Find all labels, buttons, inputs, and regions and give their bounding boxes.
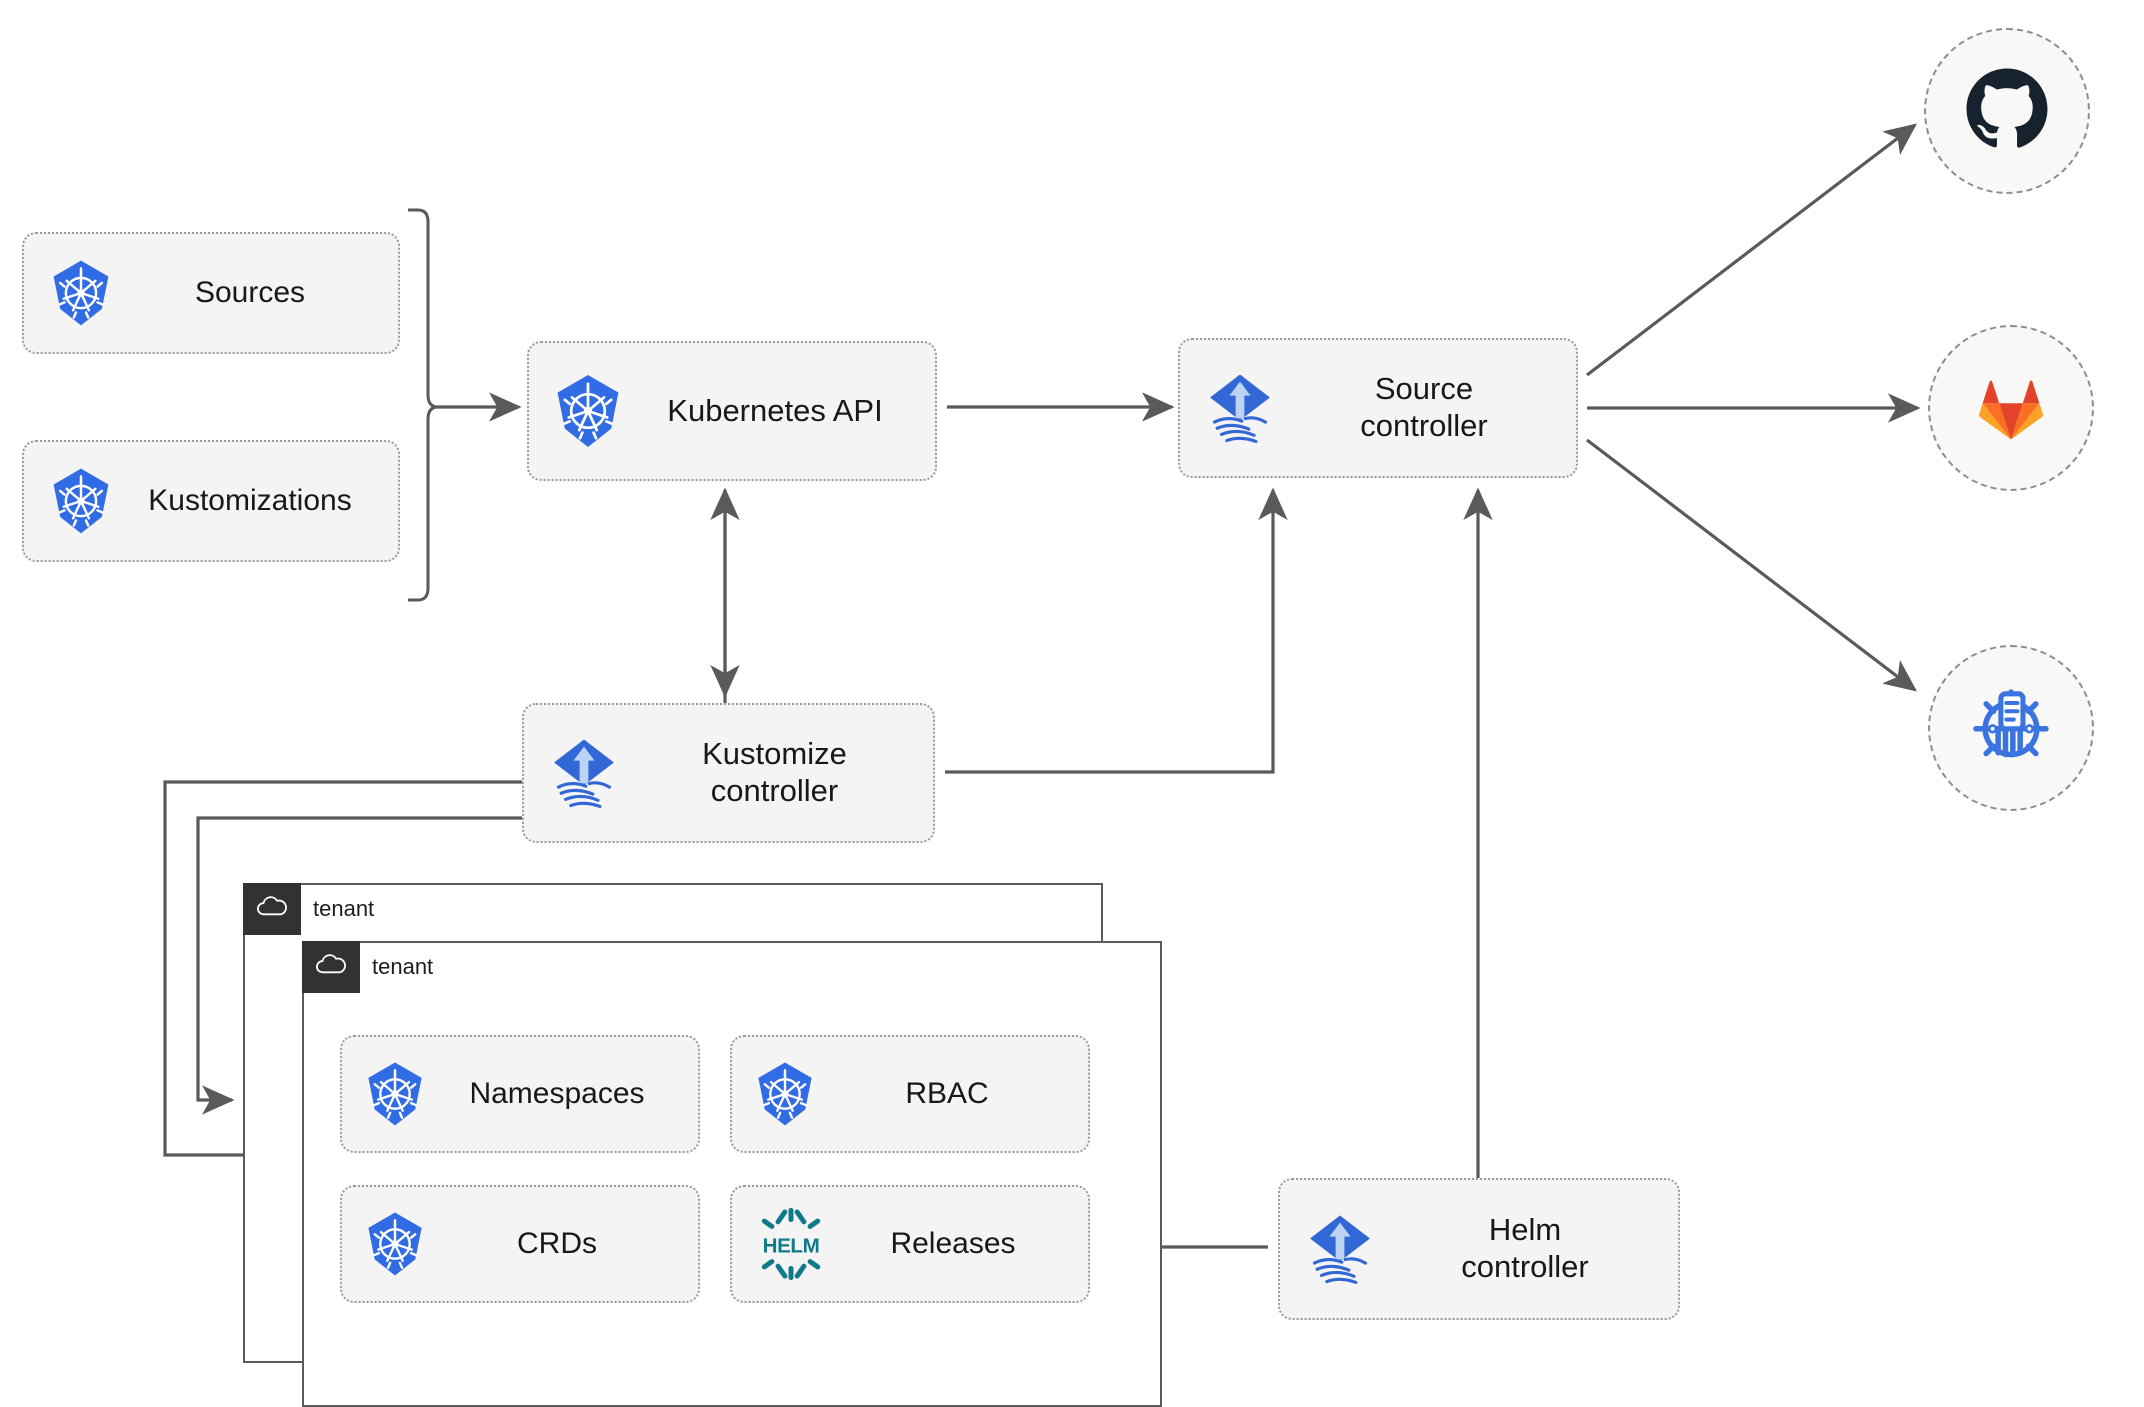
- node-sources-label: Sources: [194, 276, 306, 310]
- node-rbac[interactable]: RBAC: [730, 1035, 1090, 1153]
- node-kustomizations[interactable]: Kustomizations: [22, 440, 400, 562]
- node-crds-label: CRDs: [517, 1227, 597, 1261]
- node-crds[interactable]: CRDs: [340, 1185, 700, 1303]
- node-kubernetes-api-label: Kubernetes API: [667, 392, 883, 428]
- node-source-controller-label: Source controller: [1360, 371, 1488, 443]
- node-helm-controller-label: Helm controller: [1461, 1212, 1589, 1284]
- node-source-controller[interactable]: Source controller: [1178, 338, 1578, 478]
- flux-icon: [538, 727, 630, 819]
- node-namespaces[interactable]: Namespaces: [340, 1035, 700, 1153]
- svg-text:HELM: HELM: [763, 1234, 820, 1257]
- cloud-icon: [313, 953, 349, 982]
- kubernetes-icon: [545, 368, 631, 454]
- github-icon: [1961, 63, 2053, 160]
- node-github[interactable]: [1924, 28, 2090, 194]
- helm-repository-icon: [1965, 680, 2057, 777]
- node-kustomize-controller-label: Kustomize controller: [702, 736, 847, 808]
- tenant-inner[interactable]: tenant: [302, 941, 1162, 1407]
- node-helm-repository[interactable]: [1928, 645, 2094, 811]
- node-kustomize-controller[interactable]: Kustomize controller: [522, 703, 935, 843]
- brace-sources-group: [408, 208, 439, 602]
- node-kubernetes-api[interactable]: Kubernetes API: [527, 341, 937, 481]
- tenant-outer-label: tenant: [313, 896, 375, 921]
- kubernetes-icon: [358, 1057, 432, 1131]
- node-rbac-label: RBAC: [905, 1077, 989, 1111]
- node-sources[interactable]: Sources: [22, 232, 400, 354]
- helm-wordmark-icon: HELM: [748, 1201, 834, 1287]
- cloud-icon: [254, 895, 290, 924]
- wire-source-controller-to-github: [1586, 123, 1918, 377]
- kubernetes-icon: [42, 254, 120, 332]
- node-gitlab[interactable]: [1928, 325, 2094, 491]
- tenant-inner-label: tenant: [372, 954, 434, 979]
- node-namespaces-label: Namespaces: [469, 1077, 645, 1111]
- node-kustomizations-label: Kustomizations: [148, 484, 352, 518]
- node-releases[interactable]: HELM Releases: [730, 1185, 1090, 1303]
- kubernetes-icon: [358, 1207, 432, 1281]
- tenant-outer-tab: [243, 883, 301, 935]
- node-helm-controller[interactable]: Helm controller: [1278, 1178, 1680, 1320]
- tenant-inner-tab: [302, 941, 360, 993]
- node-releases-label: Releases: [890, 1227, 1016, 1261]
- gitlab-icon: [1967, 362, 2055, 455]
- wire-kustomize-controller-to-source-controller: [945, 487, 1288, 774]
- wire-source-controller-to-helm-repository: [1586, 438, 1918, 692]
- kubernetes-icon: [748, 1057, 822, 1131]
- flux-icon: [1194, 362, 1286, 454]
- flux-icon: [1294, 1203, 1386, 1295]
- kubernetes-icon: [42, 462, 120, 540]
